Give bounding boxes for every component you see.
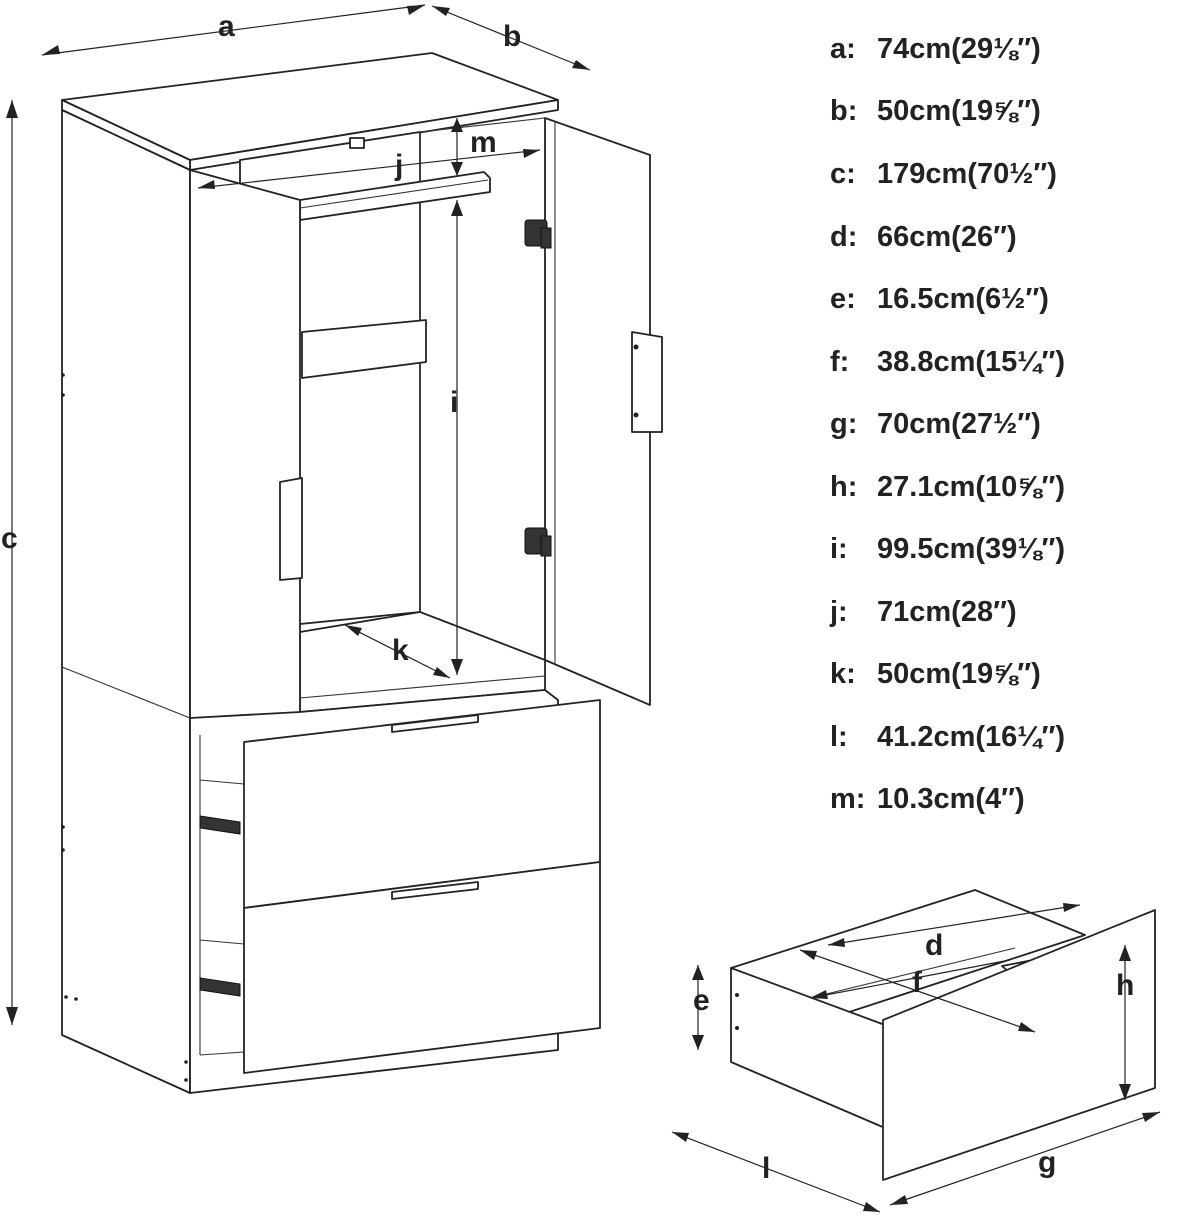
dim-a-line	[41, 4, 426, 56]
spec-row-m: m: 10.3cm(4″)	[830, 783, 1025, 815]
spec-row-j: j: 71cm(28″)	[829, 596, 1017, 628]
spec-row-b: b: 50cm(19⅝″)	[830, 95, 1041, 127]
spec-value: 50cm(19⅝″)	[877, 95, 1041, 127]
left-door-handle	[279, 477, 303, 581]
spec-value: 74cm(29⅛″)	[877, 33, 1041, 65]
drawer-detail-drawing	[730, 889, 1156, 1181]
drawer-runners	[199, 779, 245, 997]
spec-label: k:	[830, 658, 856, 690]
bottom-drawer-handle	[391, 881, 479, 900]
dim-j-line	[197, 149, 541, 189]
dim-d-line	[827, 904, 1081, 946]
label-m: m	[470, 126, 497, 159]
label-k: k	[392, 634, 409, 667]
label-e: e	[693, 984, 710, 1017]
label-b: b	[503, 20, 521, 53]
label-g: g	[1038, 1146, 1056, 1179]
spec-label: m:	[830, 783, 865, 815]
dim-f-line	[799, 949, 1036, 1033]
spec-value: 50cm(19⅝″)	[877, 658, 1041, 690]
label-i: i	[450, 386, 458, 419]
spec-label: f:	[830, 346, 849, 378]
spec-label: b:	[830, 95, 857, 127]
spec-row-f: f: 38.8cm(15¼″)	[830, 346, 1065, 378]
spec-value: 10.3cm(4″)	[877, 783, 1025, 815]
label-h: h	[1116, 969, 1134, 1002]
door-hinge-top	[524, 219, 552, 249]
dim-b-line	[431, 5, 591, 71]
drawer-dimension-lines	[671, 903, 1161, 1213]
spec-label: j:	[829, 596, 848, 628]
spec-row-h: h: 27.1cm(10⅝″)	[830, 471, 1065, 503]
spec-row-d: d: 66cm(26″)	[830, 221, 1017, 253]
dim-l-line	[671, 1131, 881, 1213]
door-hinge-bottom	[524, 527, 552, 557]
wardrobe-drawing	[61, 52, 663, 1094]
spec-value: 179cm(70½″)	[877, 158, 1057, 190]
spec-value: 41.2cm(16¼″)	[877, 721, 1065, 753]
dimension-letters: a b c j m i k d f e h l g	[1, 10, 1134, 1185]
spec-label: d:	[830, 221, 857, 253]
dim-k-line	[344, 624, 451, 679]
label-c: c	[1, 522, 18, 555]
spec-list: a: 74cm(29⅛″) b: 50cm(19⅝″) c: 179cm(70½…	[829, 33, 1065, 815]
top-drawer-handle	[391, 714, 479, 733]
spec-row-a: a: 74cm(29⅛″)	[830, 33, 1041, 65]
wardrobe-left-side-panel	[61, 109, 191, 1094]
bottom-drawer-front	[243, 861, 601, 1074]
spec-value: 99.5cm(39⅛″)	[877, 533, 1065, 565]
spec-value: 66cm(26″)	[877, 221, 1017, 253]
spec-row-e: e: 16.5cm(6½″)	[830, 283, 1049, 315]
spec-value: 70cm(27½″)	[877, 408, 1041, 440]
spec-row-g: g: 70cm(27½″)	[830, 408, 1041, 440]
dim-g-line	[889, 1111, 1161, 1206]
label-j: j	[394, 149, 403, 182]
right-door	[544, 117, 651, 706]
spec-label: h:	[830, 471, 857, 503]
spec-row-c: c: 179cm(70½″)	[830, 158, 1057, 190]
spec-value: 71cm(28″)	[877, 596, 1017, 628]
dimension-lines	[6, 4, 591, 1025]
spec-row-k: k: 50cm(19⅝″)	[830, 658, 1041, 690]
label-f: f	[912, 966, 923, 999]
spec-label: l:	[830, 721, 848, 753]
spec-row-i: i: 99.5cm(39⅛″)	[830, 533, 1065, 565]
spec-value: 16.5cm(6½″)	[877, 283, 1049, 315]
spec-row-l: l: 41.2cm(16¼″)	[830, 721, 1065, 753]
spec-label: e:	[830, 283, 856, 315]
spec-label: c:	[830, 158, 856, 190]
label-d: d	[925, 929, 943, 962]
side-panel-holes	[61, 373, 188, 1082]
spec-value: 38.8cm(15¼″)	[877, 346, 1065, 378]
spec-label: i:	[830, 533, 848, 565]
left-door	[189, 169, 301, 753]
label-l: l	[762, 1152, 770, 1185]
spec-label: a:	[830, 33, 856, 65]
spec-value: 27.1cm(10⅝″)	[877, 471, 1065, 503]
right-door-handle	[631, 331, 663, 433]
back-brace	[301, 319, 427, 379]
spec-label: g:	[830, 408, 857, 440]
label-a: a	[218, 10, 235, 43]
